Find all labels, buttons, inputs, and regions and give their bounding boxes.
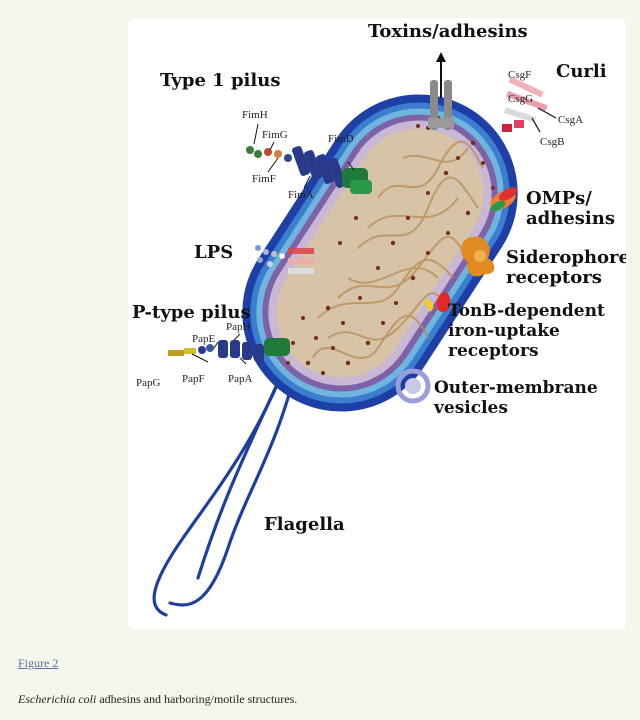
label-fimd: FimD (328, 133, 354, 145)
caption-species: Escherichia coli (18, 692, 97, 706)
figure-link[interactable]: Figure 2 (18, 656, 59, 670)
curli-fiber-icon (502, 76, 557, 133)
label-flagella: Flagella (264, 514, 345, 535)
label-csga: CsgA (558, 114, 583, 126)
flagella-icon (152, 356, 300, 617)
tonb-receptor-icon (424, 292, 451, 313)
label-csgf: CsgF (508, 69, 531, 81)
nucleoid (312, 140, 484, 359)
label-pape: PapE (192, 333, 216, 345)
figure-panel: Toxins/adhesins Curli CsgF CsgG CsgA Csg… (128, 18, 626, 630)
leader-lines (191, 123, 355, 365)
label-fimh: FimH (242, 109, 268, 121)
p-pilus-icon (168, 338, 290, 362)
label-fimg: FimG (262, 129, 288, 141)
label-papg: PapG (136, 377, 161, 389)
label-omps-1: OMPs/ (526, 188, 592, 209)
label-toxins: Toxins/adhesins (368, 21, 528, 42)
lps-icon (255, 245, 314, 274)
toxin-channel-icon (428, 52, 454, 130)
label-curli: Curli (556, 61, 607, 82)
type1-pilus-icon (246, 146, 372, 194)
label-fima: FimA (288, 189, 314, 201)
label-csgg: CsgG (508, 93, 533, 105)
label-paph: PapH (226, 321, 251, 333)
label-csgb: CsgB (540, 136, 564, 148)
label-papf: PapF (182, 373, 205, 385)
label-fimf: FimF (252, 173, 276, 185)
label-sid-1: Siderophore (506, 247, 626, 268)
caption-text: adhesins and harboring/motile structures… (96, 692, 298, 706)
label-tonb-2: iron-uptake (448, 321, 560, 341)
omp-adhesin-icon (490, 187, 518, 212)
label-omv-1: Outer-membrane (434, 378, 598, 398)
cell-envelope (242, 94, 518, 412)
siderophore-receptor-icon (461, 236, 495, 277)
vesicle-icon (395, 368, 431, 404)
label-ptype: P-type pilus (132, 302, 251, 323)
label-tonb-1: TonB-dependent (448, 301, 605, 321)
label-omv-2: vesicles (433, 398, 508, 418)
label-omps-2: adhesins (526, 208, 615, 229)
label-tonb-3: receptors (448, 341, 539, 361)
label-sid-2: receptors (506, 267, 602, 288)
figure-caption: Escherichia coli adhesins and harboring/… (18, 692, 297, 707)
label-lps: LPS (194, 242, 233, 263)
label-type1: Type 1 pilus (160, 70, 280, 91)
label-papa: PapA (228, 373, 253, 385)
bacterium-diagram: Toxins/adhesins Curli CsgF CsgG CsgA Csg… (132, 21, 626, 617)
